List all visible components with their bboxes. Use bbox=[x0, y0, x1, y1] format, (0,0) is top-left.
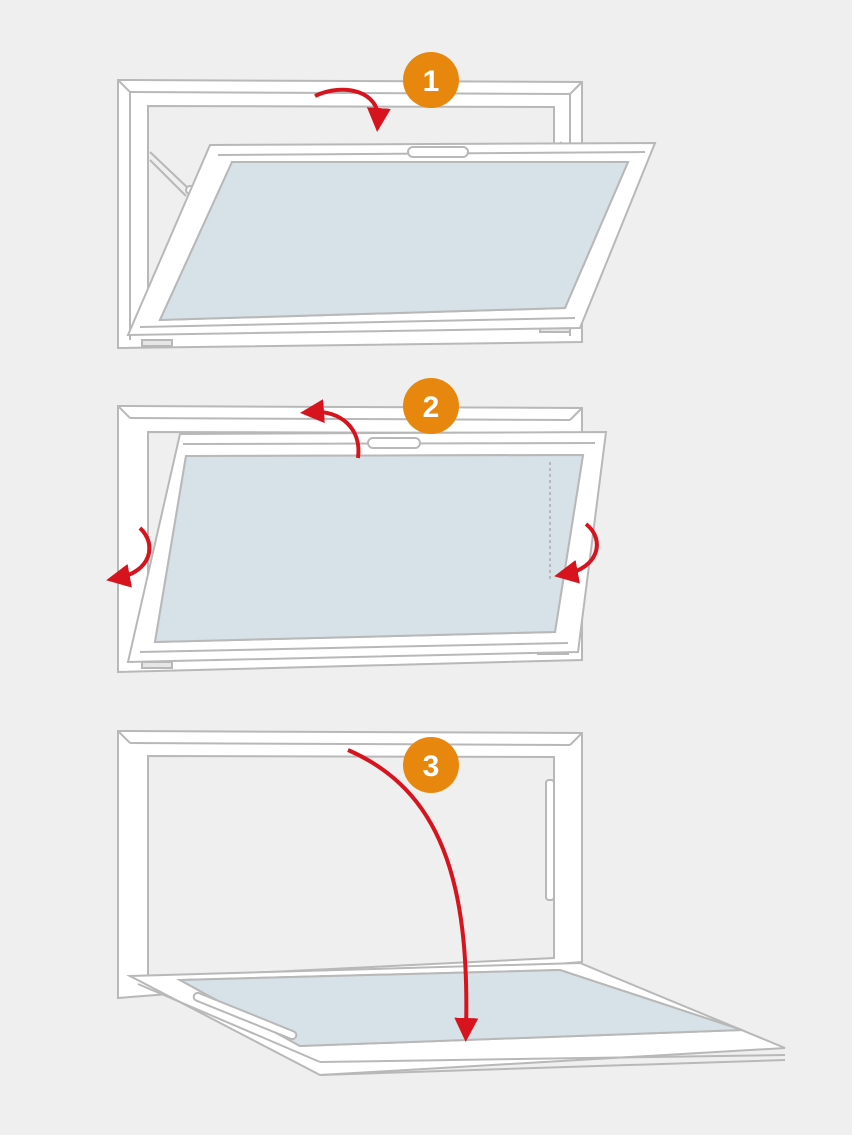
step-3-arrow-icon bbox=[347, 748, 479, 1042]
step-2-left-hinge-arrow-icon bbox=[106, 526, 152, 588]
step-3-handle bbox=[192, 991, 298, 1041]
step-2-top-arrow-icon bbox=[300, 399, 361, 459]
step-1-handle bbox=[407, 146, 469, 158]
step-2-right-hinge-arrow-icon bbox=[554, 522, 599, 584]
step-1-sash bbox=[126, 141, 657, 337]
step-2-badge: 2 bbox=[403, 378, 459, 434]
step-2-group: 2 bbox=[106, 378, 608, 674]
step-1-number: 1 bbox=[423, 65, 440, 98]
step-3-sash bbox=[126, 961, 786, 1077]
step-3-window-frame bbox=[117, 729, 583, 1000]
step-1-badge: 1 bbox=[403, 52, 459, 108]
step-3-group: 3 bbox=[117, 729, 786, 1077]
step-1-group: 1 bbox=[117, 52, 657, 350]
step-1-arrow-icon bbox=[314, 87, 391, 132]
step-3-number: 3 bbox=[423, 750, 440, 783]
step-3-badge: 3 bbox=[403, 737, 459, 793]
step-2-sash bbox=[126, 430, 608, 664]
step-3-side-hinge bbox=[545, 779, 555, 901]
step-2-number: 2 bbox=[423, 391, 440, 424]
step-2-handle bbox=[367, 437, 421, 449]
